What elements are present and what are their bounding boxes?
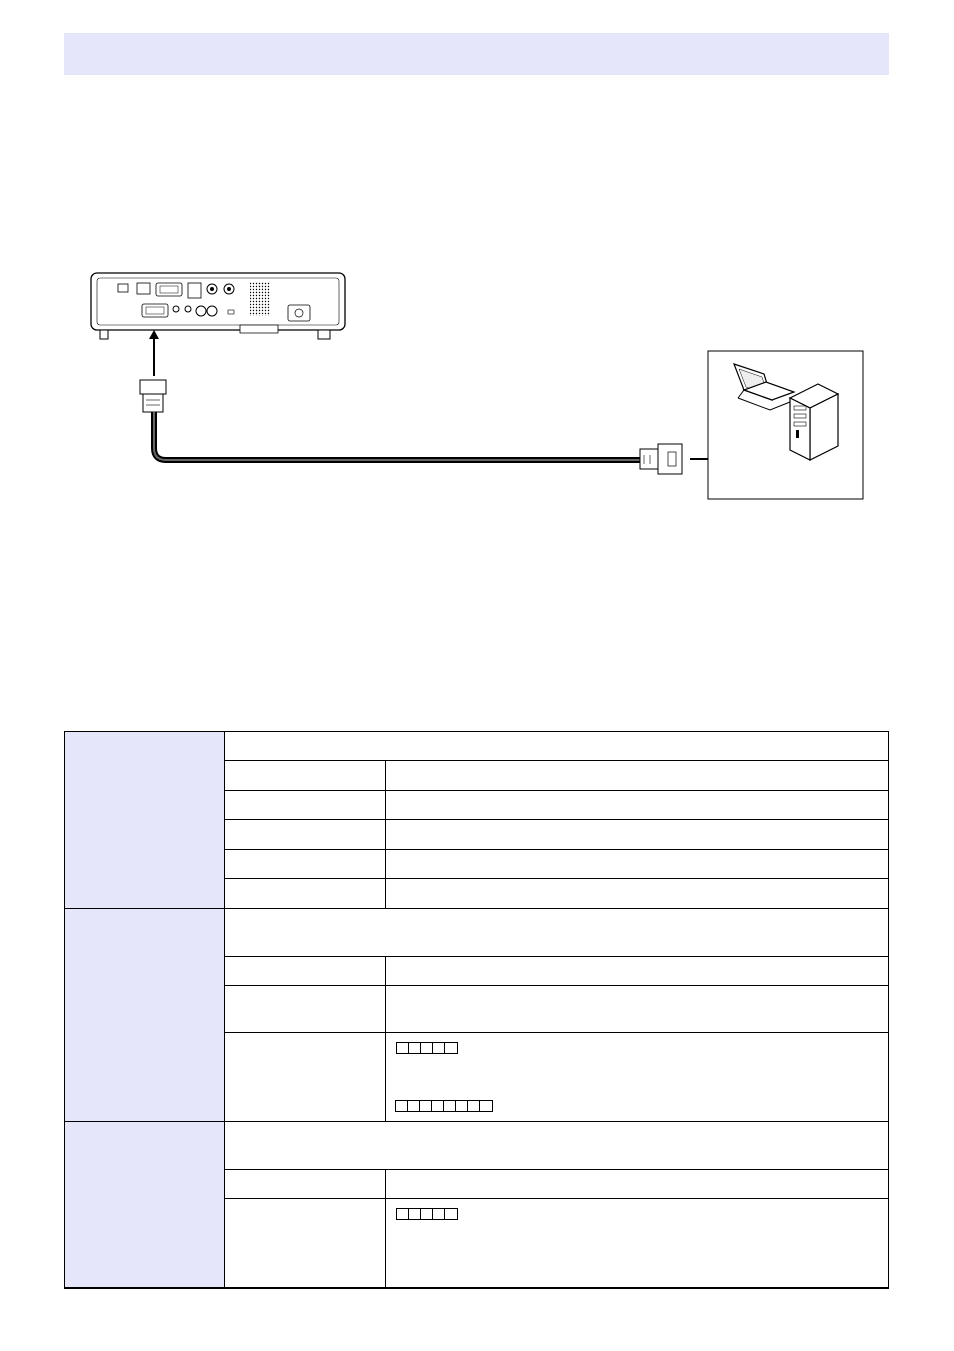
table-rule: [385, 1169, 386, 1288]
table-border: [64, 1287, 889, 1289]
specification-table: [64, 731, 889, 1289]
table-border: [888, 731, 889, 1288]
laptop-icon: [732, 363, 796, 411]
table-rule: [224, 819, 889, 820]
category-cell: [64, 731, 224, 908]
table-rule: [224, 1169, 889, 1170]
table-rule: [224, 849, 889, 850]
table-rule: [385, 760, 386, 908]
table-rule: [385, 956, 386, 1121]
table-rule: [224, 731, 225, 1288]
connection-diagram: [90, 272, 864, 500]
table-rule: [224, 985, 889, 986]
connection-arrow-icon: [149, 330, 159, 376]
projector-rear-panel-icon: [90, 272, 346, 340]
category-cell: [64, 908, 224, 1121]
table-border: [64, 731, 889, 732]
table-rule: [224, 790, 889, 791]
key-box-group: [396, 1208, 458, 1220]
table-rule: [224, 878, 889, 879]
category-cell: [64, 1121, 224, 1288]
key-box-group: [395, 1100, 493, 1112]
key-box-group: [396, 1042, 458, 1054]
table-border: [64, 731, 65, 1288]
serial-cable-icon: [139, 379, 683, 475]
table-rule: [64, 1121, 889, 1122]
desktop-tower-icon: [788, 383, 840, 461]
table-rule: [224, 760, 889, 761]
table-rule: [224, 1032, 889, 1033]
computer-frame: [707, 350, 864, 500]
table-rule: [224, 1198, 889, 1199]
table-rule: [224, 956, 889, 957]
section-header-band: [64, 33, 889, 75]
table-rule: [64, 908, 889, 909]
